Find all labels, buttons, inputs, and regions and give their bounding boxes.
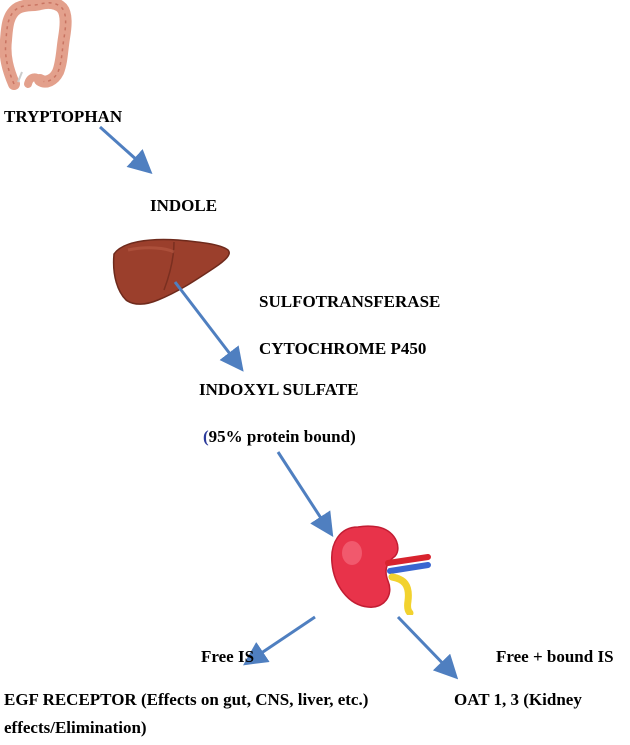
arrow-indoxyl-to-kidney [276,451,334,538]
open-paren: ( [203,427,209,446]
cytochrome-label: CYTOCHROME P450 [259,339,427,358]
free-bound-is-label: Free + bound IS [496,647,614,666]
free-is-label: Free IS [201,647,255,666]
protein-bound-text: 95% protein bound) [208,427,356,446]
indole-label: INDOLE [150,196,218,215]
oat-label: OAT 1, 3 (Kidney [454,690,582,709]
colon-icon [0,0,72,90]
arrow-kidney-to-oat [396,615,459,680]
kidney-icon [331,525,431,615]
arrow-liver-to-indoxyl [173,281,244,372]
tryptophan-label: TRYPTOPHAN [4,107,123,126]
egf-receptor-label-line2: effects/Elimination) [4,718,147,737]
indoxyl-sulfate-label: INDOXYL SULFATE [199,380,359,399]
egf-receptor-label: EGF RECEPTOR (Effects on gut, CNS, liver… [4,690,369,709]
protein-bound-label: (95% protein bound) [203,427,356,447]
arrow-tryptophan-to-indole [98,125,153,175]
arrow-kidney-to-egf [243,615,316,666]
liver-icon [112,238,230,305]
sulfotransferase-label: SULFOTRANSFERASE [259,292,441,311]
